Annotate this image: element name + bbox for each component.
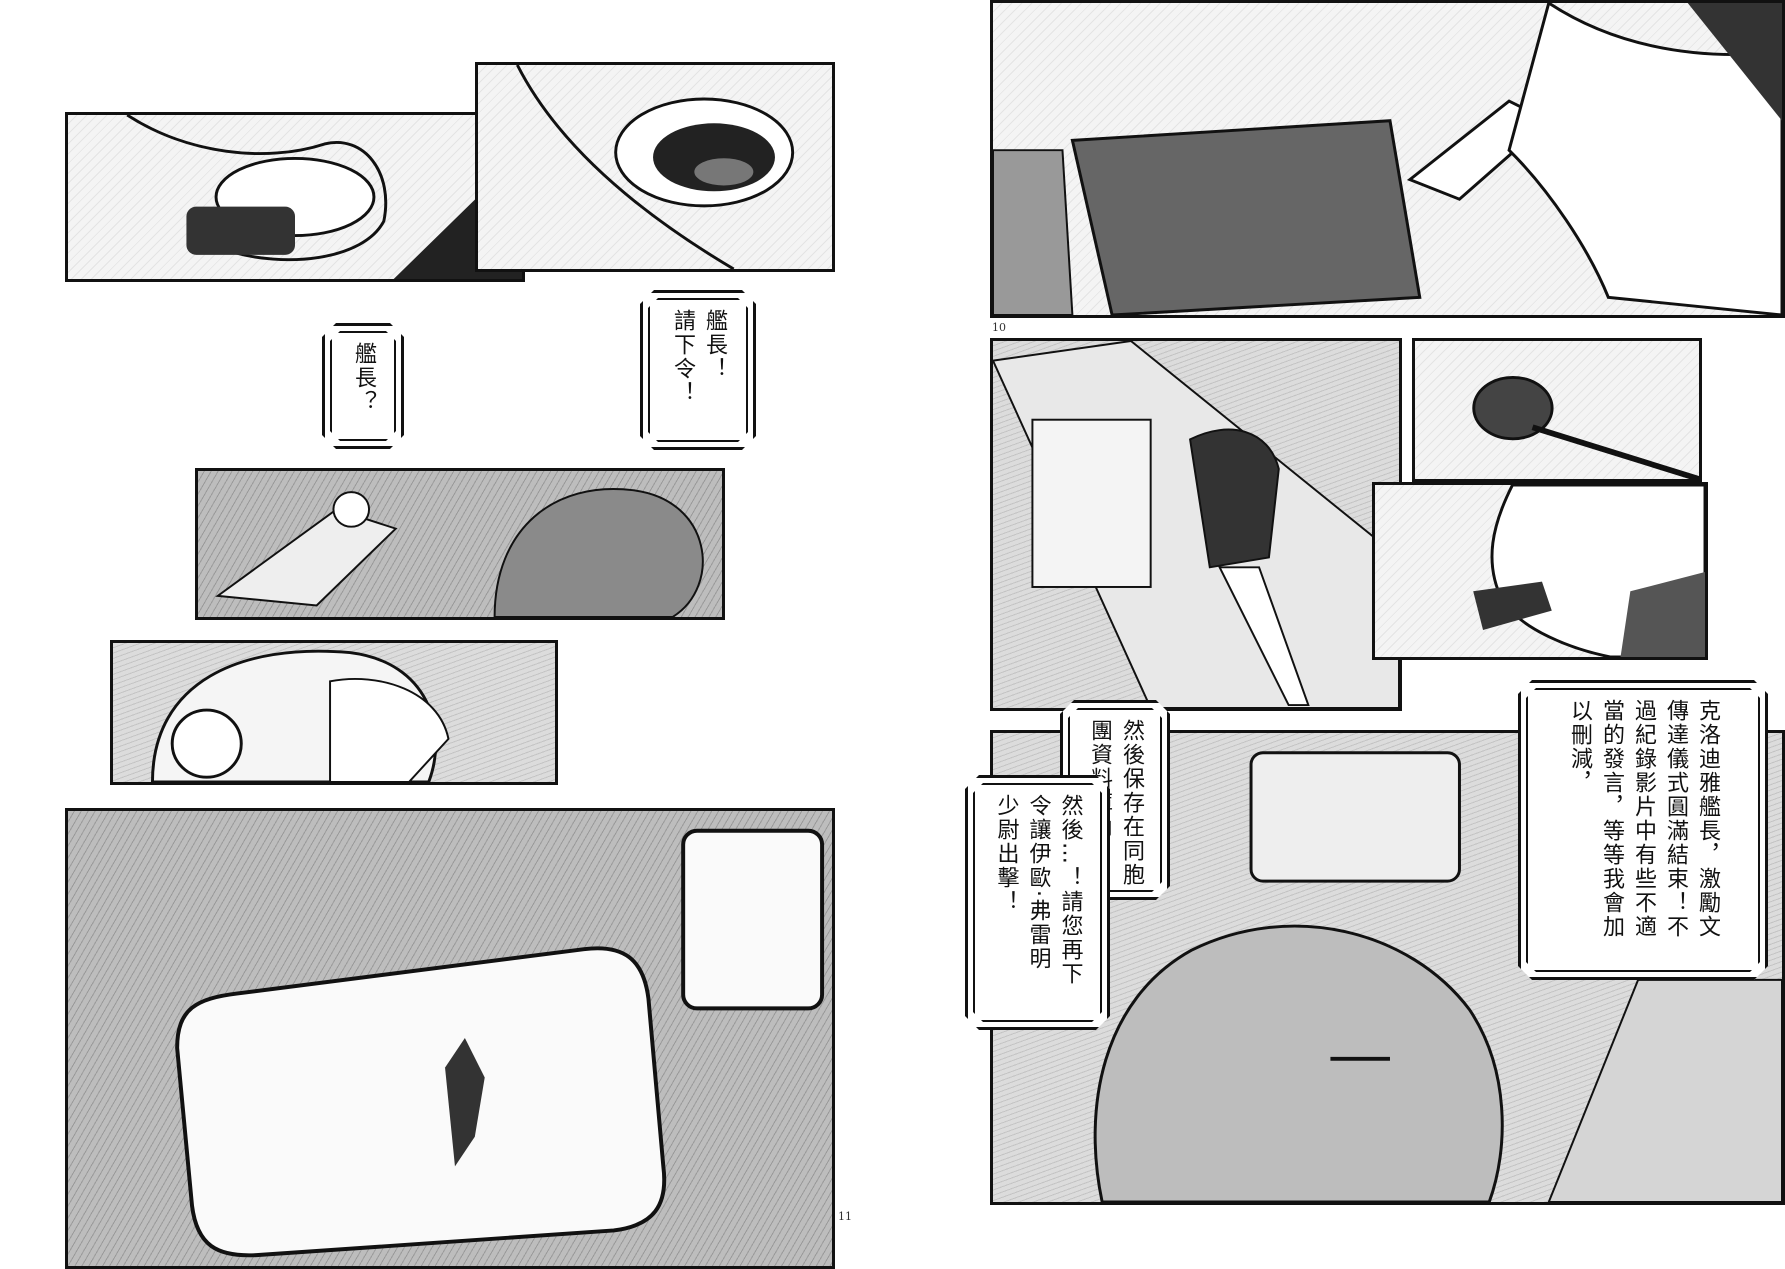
panel-fork-steak xyxy=(1412,338,1702,482)
speech-bubble-captain-question: 艦長？ xyxy=(322,323,404,449)
bubble-line: 然後保存在同胞 xyxy=(1119,719,1144,887)
bubble-inner-border xyxy=(648,298,748,442)
speech-bubble-launch-order: 然後…！請您再下 令讓伊歐·弗雷明 少尉出擊！ xyxy=(965,775,1110,1030)
bubble-line: 令讓伊歐·弗雷明 xyxy=(1025,794,1051,971)
page-number: 11 xyxy=(838,1210,852,1223)
panel-commander-face xyxy=(195,468,725,620)
panel-woman-food-station xyxy=(990,338,1402,711)
bubble-line: 請下令！ xyxy=(670,309,695,405)
panel-woman-eating xyxy=(1372,482,1708,660)
bubble-line: 艦長！ xyxy=(702,309,727,381)
bubble-line: 克洛迪雅艦長，激勵文 xyxy=(1695,699,1720,939)
manga-page-right: 克洛迪雅艦長，激勵文 傳達儀式圓滿結束！不 過紀錄影片中有些不適 當的發言，等等… xyxy=(960,0,1785,1269)
bubble-line: 艦長？ xyxy=(351,342,376,414)
bubble-line: 傳達儀式圓滿結束！不 xyxy=(1663,699,1688,939)
bubble-line: 少尉出擊！ xyxy=(993,794,1019,914)
panel-mouth-eating xyxy=(65,112,525,282)
panel-cutting-steak xyxy=(990,0,1785,318)
bubble-line: 過紀錄影片中有些不適 xyxy=(1631,699,1656,939)
speech-bubble-ceremony-report: 克洛迪雅艦長，激勵文 傳達儀式圓滿結束！不 過紀錄影片中有些不適 當的發言，等等… xyxy=(1518,680,1768,980)
bubble-line: 以刪減， xyxy=(1567,699,1592,795)
panel-ship-window xyxy=(65,808,835,1269)
panel-pilot-helmet xyxy=(110,640,558,785)
manga-page-left: 艦長？ 艦長！ 請下令！ 11 xyxy=(0,0,880,1269)
bubble-line: 然後…！請您再下 xyxy=(1057,794,1083,986)
bubble-line: 當的發言，等等我會加 xyxy=(1599,699,1624,939)
panel-open-mouth xyxy=(475,62,835,272)
page-number: 10 xyxy=(992,321,1006,334)
speech-bubble-give-order: 艦長！ 請下令！ xyxy=(640,290,756,450)
